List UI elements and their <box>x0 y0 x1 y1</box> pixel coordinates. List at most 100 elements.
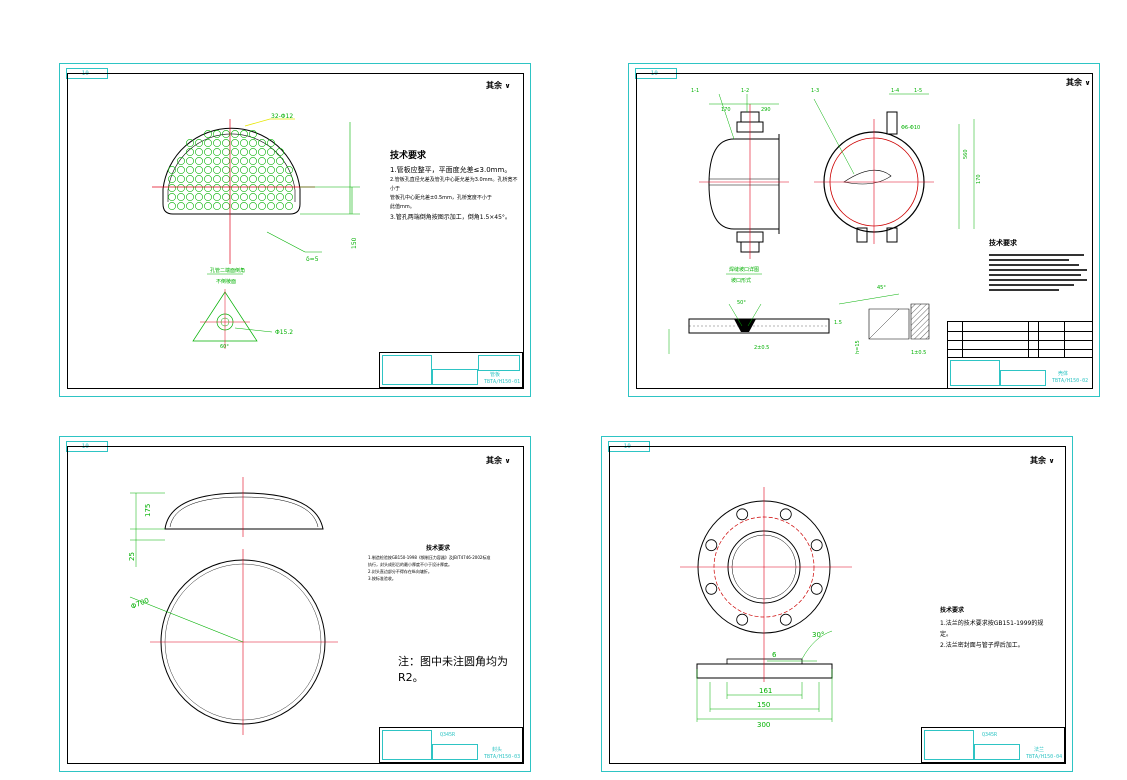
tube-hole <box>195 139 203 147</box>
tube-hole <box>222 139 230 147</box>
tube-hole <box>186 166 194 174</box>
tube-hole <box>231 130 239 138</box>
detail-subcaption: 不倒棱面 <box>216 278 236 285</box>
tube-hole <box>276 202 284 210</box>
tube-hole <box>285 166 293 174</box>
tube-hole <box>186 184 194 192</box>
head-drawing: 175 25 Φ700 <box>128 477 338 735</box>
weld-gap-label: 2±0.5 <box>754 345 769 351</box>
tube-hole-grid <box>168 130 293 210</box>
tube-hole <box>240 202 248 210</box>
tube-hole <box>231 148 239 156</box>
tube-hole <box>204 157 212 165</box>
fillet-note: 注：图中未注圆角均为R2。 <box>398 655 508 684</box>
tube-hole <box>213 166 221 174</box>
tube-hole <box>249 202 257 210</box>
bolt-hole <box>810 539 823 552</box>
bolt-hole <box>705 582 718 595</box>
tech-req-line-1: 1.管板应整平，平面度允差≤3.0mm。 <box>390 166 512 174</box>
tube-hole <box>285 184 293 192</box>
tube-hole <box>249 175 257 183</box>
drawing-sheet-4: 10-S600149104 其余 ∨ 161 150 300 6 30° <box>601 436 1073 772</box>
tube-hole <box>204 184 212 192</box>
shell-drawing: 170 290 Φ6-Φ10 560 170 1-1 1-2 1-3 1-4 1… <box>668 88 982 356</box>
technical-requirements: 技术要求 1.管板应整平，平面度允差≤3.0mm。 2.管板孔直径允差及管孔中心… <box>390 150 518 224</box>
tube-sheet-drawing: 32-Φ12 δ=5 150 孔管二端面倒角 不倒棱面 Φ15.2 60° <box>152 113 360 350</box>
part-label-5: 1-5 <box>914 88 922 94</box>
tube-hole <box>168 184 176 192</box>
tube-hole <box>258 139 266 147</box>
tube-hole <box>258 148 266 156</box>
tube-hole <box>186 157 194 165</box>
tube-hole <box>276 157 284 165</box>
dim-1: 170 <box>721 107 731 113</box>
tube-hole <box>168 202 176 210</box>
middle-diameter-label: 150 <box>757 701 770 709</box>
tube-hole <box>258 157 266 165</box>
outer-diameter-label: 300 <box>757 721 770 729</box>
tube-hole <box>195 148 203 156</box>
tube-hole <box>249 130 257 138</box>
corner-angle-label: 45° <box>877 285 886 291</box>
tube-hole <box>222 193 230 201</box>
tube-hole <box>222 148 230 156</box>
tube-hole <box>213 130 221 138</box>
tech-req-line-3: 2.封头直边部分不得存在纵向皱折。 <box>368 569 432 574</box>
tube-hole <box>285 175 293 183</box>
title-block-name: 法兰 <box>1034 747 1045 753</box>
part-label-2: 1-2 <box>741 88 749 94</box>
tube-hole <box>186 193 194 201</box>
tube-hole <box>213 184 221 192</box>
roughness-symbol-icon: ∨ <box>1048 457 1055 465</box>
parts-list <box>947 321 1093 359</box>
tube-hole <box>267 175 275 183</box>
drawing-sheet-3: 10-S600149103 其余 ∨ 175 25 Φ700 技术要求 1.制造… <box>59 436 531 772</box>
tube-hole <box>204 166 212 174</box>
chamfer-angle-label: 30° <box>812 631 824 639</box>
tube-hole <box>240 148 248 156</box>
tube-hole <box>231 139 239 147</box>
part-label-3: 1-3 <box>811 88 819 94</box>
tube-hole <box>195 175 203 183</box>
tube-hole <box>267 148 275 156</box>
tech-req-title: 技术要求 <box>425 545 450 552</box>
tube-hole <box>240 130 248 138</box>
tube-hole <box>258 166 266 174</box>
tube-hole <box>231 175 239 183</box>
tube-hole <box>240 166 248 174</box>
head-diameter-label: Φ700 <box>130 596 150 610</box>
weld-subcaption: 坡口形式 <box>731 277 751 284</box>
technical-requirements: 技术要求 <box>989 238 1089 294</box>
tech-req-line-4: 此值mm。 <box>390 204 415 210</box>
tube-hole <box>204 139 212 147</box>
tube-hole <box>213 193 221 201</box>
tech-req-scribble <box>989 254 1089 291</box>
thickness-label: δ=5 <box>306 256 319 263</box>
title-block-code: TBTA/H150-02 <box>1052 378 1089 384</box>
tube-hole <box>204 202 212 210</box>
title-block: 壳体 TBTA/H150-02 <box>947 357 1093 389</box>
title-block: 管板 TBTA/H150-01 <box>379 352 523 388</box>
tech-req-line-1: 1.制造检验按GB150-1998《钢制压力容器》及JB/T4746-2002标… <box>368 555 491 560</box>
flange-drawing: 161 150 300 6 30° <box>680 487 852 729</box>
height-dim-label: 150 <box>351 237 358 249</box>
title-block-code: TBTA/H150-01 <box>484 379 521 385</box>
tube-hole <box>186 175 194 183</box>
tube-hole <box>285 193 293 201</box>
tube-hole <box>240 193 248 201</box>
tube-hole <box>177 166 185 174</box>
tube-hole <box>195 166 203 174</box>
part-label-4: 1-4 <box>891 88 899 94</box>
tube-hole <box>213 157 221 165</box>
tube-hole <box>249 157 257 165</box>
head-height-label: 175 <box>144 504 152 517</box>
title-block-code: TBTA/H150-03 <box>484 754 521 760</box>
corner-dim-label: 1.5 <box>834 320 842 326</box>
bolt-hole <box>736 508 749 521</box>
detail-dim-label: Φ15.2 <box>275 329 293 336</box>
tech-req-line-1: 1.法兰的技术要求按GB151-1999的规 <box>940 620 1044 627</box>
nozzle-callout: Φ6-Φ10 <box>901 125 920 131</box>
tube-hole <box>168 175 176 183</box>
bolt-hole <box>810 582 823 595</box>
tube-hole <box>276 166 284 174</box>
